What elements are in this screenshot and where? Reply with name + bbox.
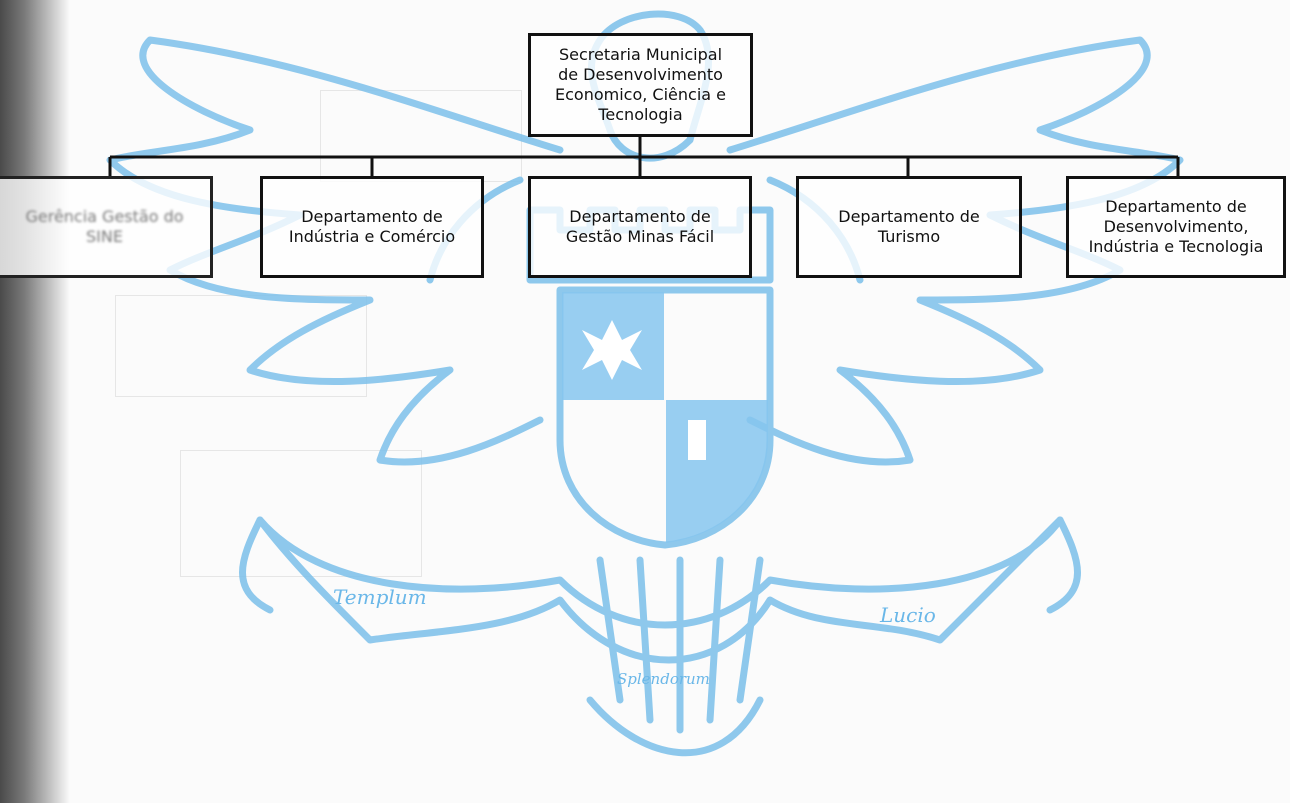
department-node-industria-comercio: Departamento de Indústria e Comércio [260,176,484,278]
top-node-label: Secretaria Municipal de Desenvolvimento … [555,45,726,124]
department-label: Gerência Gestão do SINE [25,207,184,246]
department-label: Departamento de Gestão Minas Fácil [565,207,715,246]
department-node-sine: Gerência Gestão do SINE [0,176,213,278]
motto-center-text: Splendorum [617,670,710,688]
department-node-desenvolvimento: Departamento de Desenvolvimento, Indústr… [1066,176,1286,278]
shield-quarters [562,292,768,543]
motto-left-text: Templum [333,585,427,609]
department-label: Departamento de Turismo [838,207,980,246]
department-label: Departamento de Desenvolvimento, Indústr… [1088,197,1264,256]
scan-edge-shadow [0,0,70,803]
department-node-turismo: Departamento de Turismo [796,176,1022,278]
top-node-secretaria: Secretaria Municipal de Desenvolvimento … [528,33,753,137]
motto-right-text: Lucio [880,603,936,627]
department-label: Departamento de Indústria e Comércio [288,207,456,246]
ghost-box [180,450,422,577]
department-node-minas-facil: Departamento de Gestão Minas Fácil [528,176,752,278]
